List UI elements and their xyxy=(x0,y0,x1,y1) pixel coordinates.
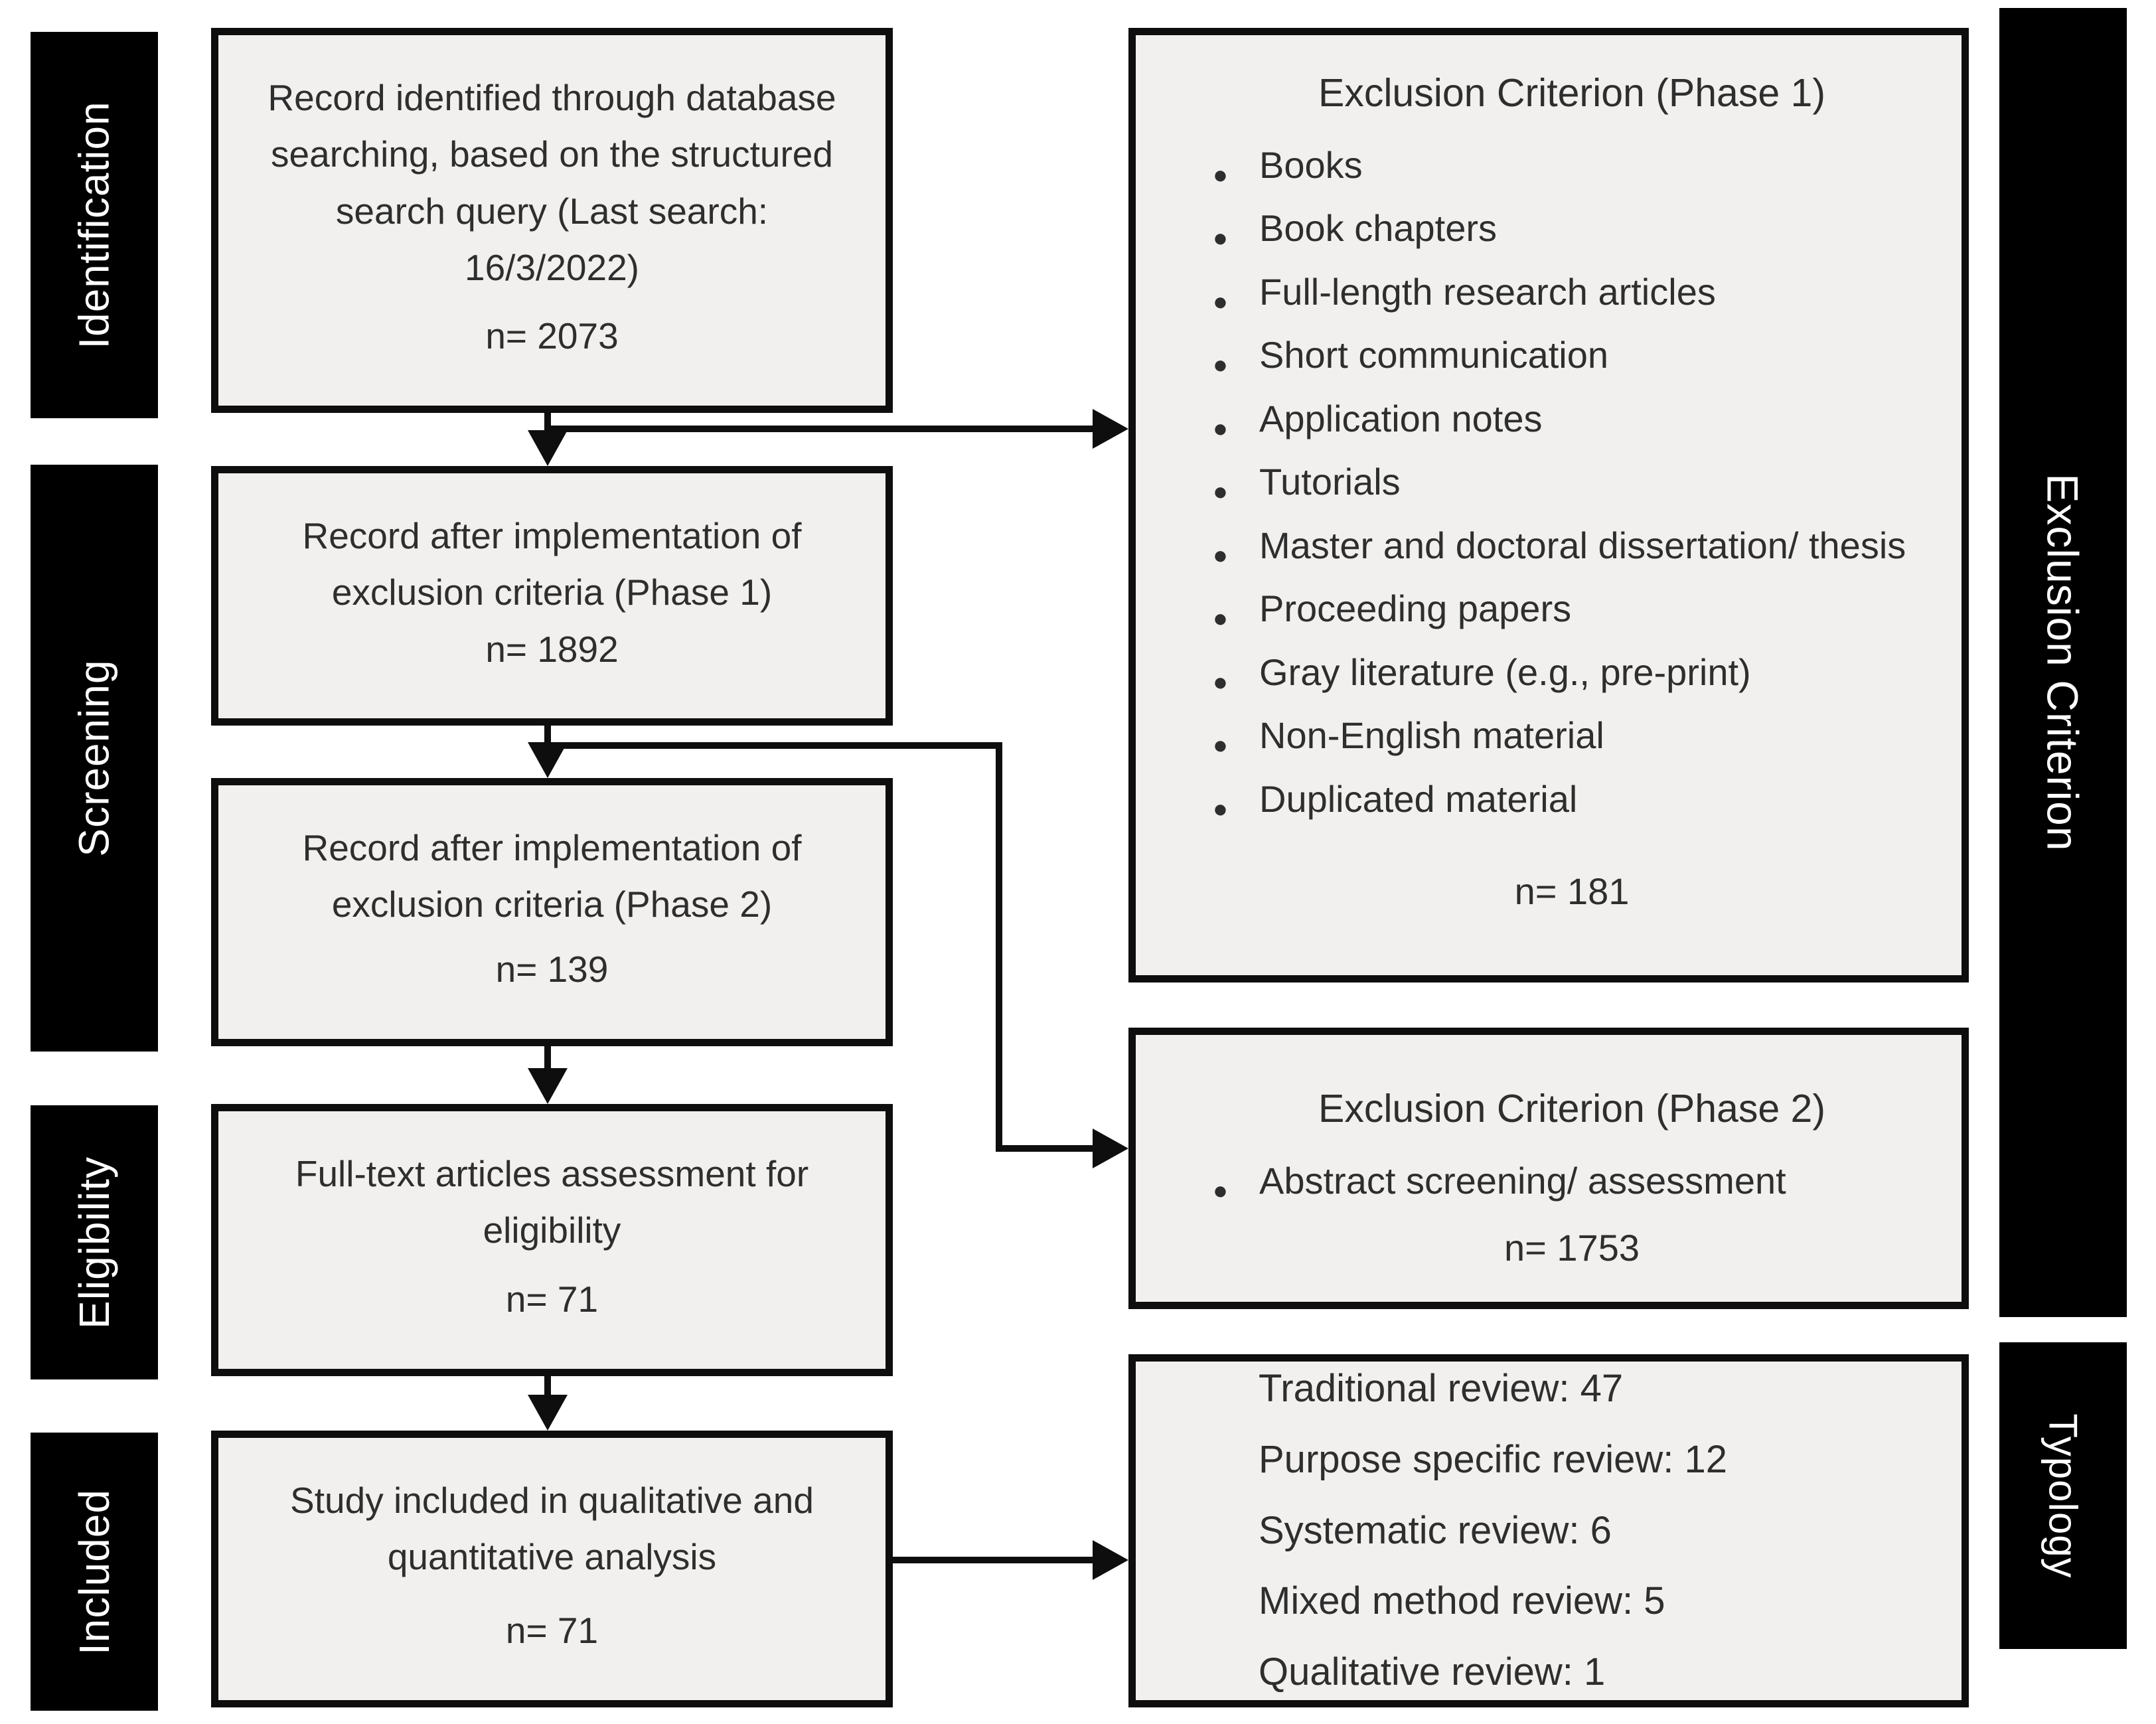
flow-box-after-phase2: Record after implementation of exclusion… xyxy=(211,778,893,1046)
flow-box-fulltext-assessment: Full-text articles assessment for eligib… xyxy=(211,1104,893,1376)
phase-bar-included-label: Included xyxy=(70,1488,118,1655)
arrowhead-down-box5 xyxy=(528,1395,568,1431)
phase-bar-included: Included xyxy=(31,1433,158,1711)
list-item: Book chapters xyxy=(1209,202,1935,255)
connector-to-phase2-vertical xyxy=(996,742,1002,1152)
flow-box-after-phase1: Record after implementation of exclusion… xyxy=(211,466,893,726)
connector-to-phase2-horizontal xyxy=(544,742,1002,749)
list-item: Master and doctoral dissertation/ thesis xyxy=(1209,519,1935,572)
flow-box-after-phase1-count: n= 1892 xyxy=(485,628,619,670)
typology-line: Mixed method review: 5 xyxy=(1259,1579,1665,1623)
arrowhead-right-typology xyxy=(1093,1540,1128,1580)
bullet-icon xyxy=(1209,392,1259,445)
bullet-icon xyxy=(1209,709,1259,762)
exclusion-phase2-box: Exclusion Criterion (Phase 2) Abstract s… xyxy=(1128,1028,1969,1309)
connector-box4-box5 xyxy=(544,1376,551,1396)
list-item: Duplicated material xyxy=(1209,773,1935,826)
bullet-icon xyxy=(1209,455,1259,509)
flow-box-fulltext-assessment-text: Full-text articles assessment for eligib… xyxy=(295,1153,809,1251)
exclusion-phase2-count: n= 1753 xyxy=(1504,1227,1640,1269)
list-item: Application notes xyxy=(1209,392,1935,445)
bullet-icon xyxy=(1209,646,1259,699)
connector-box2-box3 xyxy=(544,726,551,744)
connector-box1-box2 xyxy=(544,413,551,434)
flow-box-after-phase2-text: Record after implementation of exclusion… xyxy=(302,827,802,925)
connector-box3-box4 xyxy=(544,1046,551,1069)
list-item: Non-English material xyxy=(1209,709,1935,762)
exclusion-phase2-title: Exclusion Criterion (Phase 2) xyxy=(1318,1087,1826,1131)
exclusion-phase1-count: n= 181 xyxy=(1514,870,1630,913)
bullet-icon xyxy=(1209,519,1259,572)
flow-box-included-studies-text: Study included in qualitative and quanti… xyxy=(290,1480,814,1578)
flow-box-after-phase2-count: n= 139 xyxy=(495,948,609,990)
flow-box-included-studies: Study included in qualitative and quanti… xyxy=(211,1431,893,1707)
list-item: Tutorials xyxy=(1209,455,1935,509)
list-item: Gray literature (e.g., pre-print) xyxy=(1209,646,1935,699)
exclusion-phase1-box: Exclusion Criterion (Phase 1) Books Book… xyxy=(1128,28,1969,982)
flow-box-records-identified-text: Record identified through database searc… xyxy=(268,77,836,288)
list-item: Abstract screening/ assessment xyxy=(1209,1154,1935,1208)
phase-bar-identification: Identification xyxy=(31,32,158,418)
bullet-icon xyxy=(1209,202,1259,255)
bullet-icon xyxy=(1209,582,1259,635)
bullet-icon xyxy=(1209,266,1259,319)
bullet-icon xyxy=(1209,139,1259,192)
connector-to-phase1 xyxy=(544,426,1095,432)
connector-to-typology xyxy=(893,1557,1095,1563)
arrowhead-right-phase2 xyxy=(1093,1129,1128,1168)
typology-bar-label: Typology xyxy=(2041,1413,2086,1579)
flow-box-after-phase1-text: Record after implementation of exclusion… xyxy=(302,515,802,613)
typology-box: Traditional review: 47 Purpose specific … xyxy=(1128,1354,1969,1707)
list-item: Full-length research articles xyxy=(1209,266,1935,319)
phase-bar-screening-label: Screening xyxy=(70,659,118,857)
flow-box-records-identified: Record identified through database searc… xyxy=(211,28,893,413)
flow-box-records-identified-count: n= 2073 xyxy=(485,315,619,356)
phase-bar-screening: Screening xyxy=(31,465,158,1052)
typology-line: Systematic review: 6 xyxy=(1259,1508,1612,1552)
bullet-icon xyxy=(1209,329,1259,382)
arrowhead-down-box4 xyxy=(528,1068,568,1104)
connector-to-phase2-entry xyxy=(996,1145,1095,1152)
flow-box-included-studies-count: n= 71 xyxy=(505,1609,599,1651)
phase-bar-eligibility: Eligibility xyxy=(31,1105,158,1379)
bullet-icon xyxy=(1209,1154,1259,1208)
typology-line: Qualitative review: 1 xyxy=(1259,1650,1606,1694)
bullet-icon xyxy=(1209,773,1259,826)
arrowhead-right-phase1 xyxy=(1093,409,1128,449)
exclusion-criterion-bar-label: Exclusion Criterion xyxy=(2039,473,2088,852)
exclusion-phase1-title: Exclusion Criterion (Phase 1) xyxy=(1318,71,1826,115)
arrowhead-down-box2 xyxy=(528,430,568,466)
typology-line: Purpose specific review: 12 xyxy=(1259,1437,1727,1481)
typology-line: Traditional review: 47 xyxy=(1259,1367,1624,1411)
list-item: Short communication xyxy=(1209,329,1935,382)
phase-bar-eligibility-label: Eligibility xyxy=(70,1156,118,1329)
typology-bar: Typology xyxy=(1999,1342,2127,1649)
exclusion-criterion-bar: Exclusion Criterion xyxy=(1999,8,2127,1317)
list-item: Proceeding papers xyxy=(1209,582,1935,635)
phase-bar-identification-label: Identification xyxy=(70,101,118,349)
list-item: Books xyxy=(1209,139,1935,192)
flow-box-fulltext-assessment-count: n= 71 xyxy=(505,1278,599,1320)
